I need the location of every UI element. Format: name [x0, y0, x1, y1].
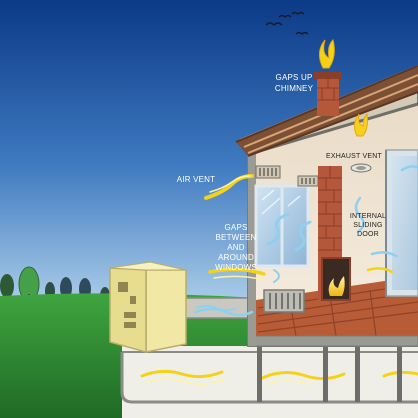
window-gap-draughts — [208, 212, 312, 283]
heater-draughts — [194, 165, 418, 317]
label-air-vent: AIR VENT — [177, 175, 216, 184]
underfloor-cavity — [122, 346, 418, 418]
label-sliding-door-line2: SLIDING — [353, 222, 382, 229]
internal-sliding-door — [385, 149, 418, 297]
label-gaps-windows-line5: WINDOWS — [215, 263, 257, 272]
birds-icon — [265, 11, 309, 35]
exhaust-vent-icon — [350, 163, 372, 173]
label-sliding-door-line1: INTERNAL — [350, 213, 386, 220]
label-gaps-windows-line1: GAPS — [224, 223, 247, 232]
label-exhaust-vent: EXHAUST VENT — [326, 153, 382, 160]
roof-draught — [353, 112, 368, 137]
chimney-breast — [318, 166, 351, 301]
chimney-stack — [314, 72, 342, 116]
label-gaps-windows-line2: BETWEEN — [216, 233, 257, 242]
label-gaps-up-chimney-line2: CHIMNEY — [275, 84, 314, 93]
chimney-draught — [319, 39, 335, 69]
heater-unit — [109, 261, 187, 353]
stilts — [257, 346, 402, 402]
floorboards — [256, 276, 418, 336]
label-sliding-door-line3: DOOR — [357, 231, 379, 238]
air-vent-draught — [204, 174, 254, 200]
underfloor-outline — [120, 352, 418, 404]
underfloor-draughts — [140, 369, 418, 385]
air-vent-icon — [255, 165, 319, 187]
label-gaps-up-chimney-line1: GAPS UP — [276, 73, 313, 82]
floor-vent-grille — [263, 289, 305, 313]
left-wall — [248, 148, 256, 346]
label-gaps-windows-line3: AND — [227, 243, 245, 252]
window — [254, 184, 310, 268]
label-gaps-windows-line4: AROUND — [218, 253, 254, 262]
